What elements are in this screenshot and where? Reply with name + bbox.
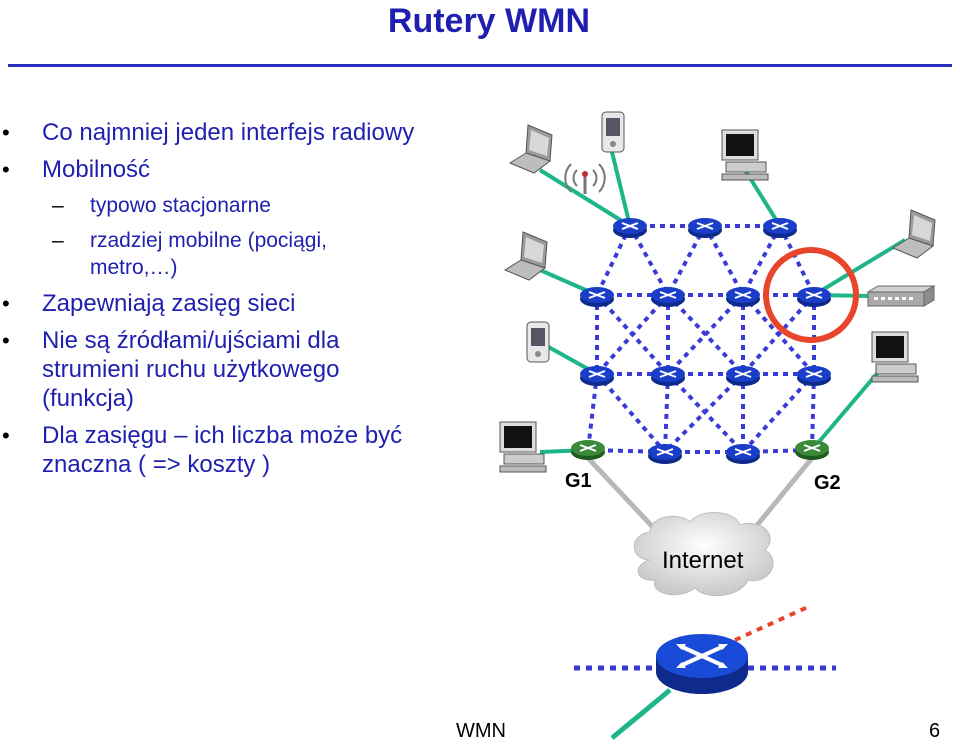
footer-label: WMN — [456, 720, 506, 742]
gateway-g2-label: G2 — [814, 472, 841, 494]
router-icon — [726, 366, 760, 386]
router-icon — [688, 218, 722, 238]
bullet-list: Co najmniej jeden interfejs radiowy Mobi… — [0, 118, 470, 479]
bullet-item: Co najmniej jeden interfejs radiowy — [0, 118, 470, 147]
desktop-icon — [499, 421, 547, 473]
internet-label: Internet — [662, 547, 744, 574]
router-icon — [648, 444, 682, 464]
router-icon — [797, 366, 831, 386]
page-title: Rutery WMN — [387, 2, 590, 40]
router-icon — [613, 218, 647, 238]
desktop-icon — [721, 129, 769, 181]
bullet-item: Nie są źródłami/ujściami dla strumieni r… — [0, 326, 422, 413]
bullet-item: Zapewniają zasięg sieci — [0, 289, 470, 318]
internet-cloud: Internet — [633, 512, 774, 597]
title-rule — [8, 64, 952, 67]
switch-icon — [866, 285, 936, 307]
router-icon — [651, 366, 685, 386]
highlight-circle — [763, 247, 859, 343]
gateway-g1 — [571, 440, 605, 460]
laptop-icon — [508, 124, 553, 174]
pda-icon — [601, 111, 625, 153]
sub-bullet-item: rzadziej mobilne (pociągi, metro,…) — [0, 227, 390, 281]
gateway-g1-label: G1 — [565, 470, 592, 492]
router-icon — [726, 287, 760, 307]
pda-icon — [526, 321, 550, 363]
router-icon — [797, 287, 831, 307]
mesh-routers — [580, 218, 831, 464]
router-icon — [580, 287, 614, 307]
large-router-illustration — [574, 604, 836, 740]
sub-bullet-item: typowo stacjonarne — [0, 192, 470, 219]
desktop-icon — [871, 331, 919, 383]
laptop-icon — [503, 231, 548, 281]
laptop-icon — [891, 209, 936, 259]
wireless-ap-icon — [564, 163, 606, 194]
gateway-g2 — [795, 440, 829, 460]
router-icon — [726, 444, 760, 464]
router-icon — [763, 218, 797, 238]
bullet-item: Mobilność — [0, 155, 470, 184]
page-number: 6 — [929, 720, 941, 742]
router-icon — [580, 366, 614, 386]
bullet-item: Dla zasięgu – ich liczba może być znaczn… — [0, 421, 442, 479]
router-icon — [651, 287, 685, 307]
